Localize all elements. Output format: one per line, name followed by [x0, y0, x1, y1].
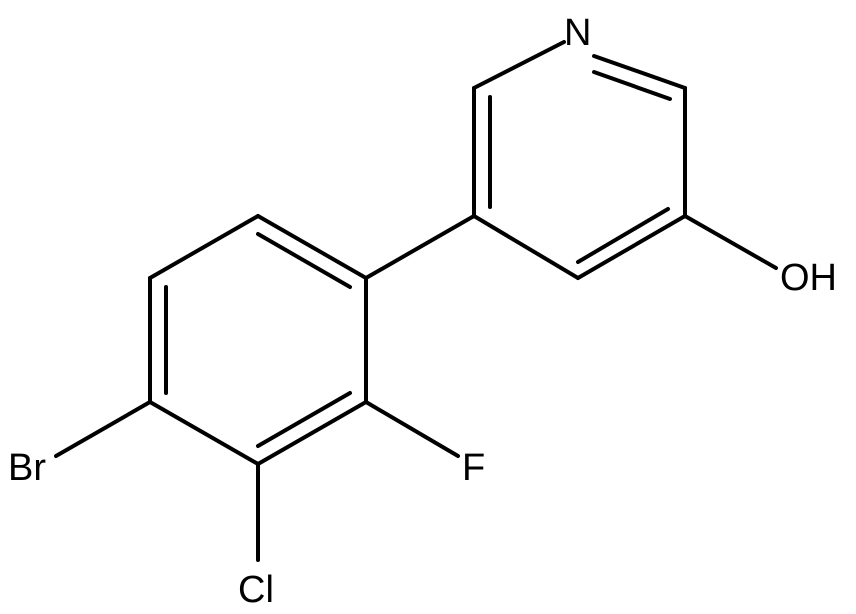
atom-label-cl: Cl — [238, 569, 274, 611]
bond-p2-p3 — [148, 214, 260, 280]
atom-label-f: F — [462, 447, 485, 489]
bond-c6-n — [472, 40, 566, 90]
bond-p4-br — [54, 400, 152, 458]
bond-c3-oh — [683, 214, 778, 270]
bond-p6-f — [364, 400, 460, 458]
phenyl-ring — [148, 214, 368, 466]
bond-p4-p5 — [148, 400, 260, 466]
bond-c4-c5 — [472, 214, 580, 280]
bond-biaryl — [364, 214, 476, 280]
bond-p5-p6-inner — [256, 391, 352, 448]
atom-label-n: N — [564, 12, 591, 54]
bond-p1-p2-inner — [256, 232, 352, 289]
bond-n-c2-inner — [592, 70, 672, 101]
bond-c3-c4-inner — [576, 207, 670, 264]
bond-c3-c4 — [576, 214, 687, 280]
pyridine-ring — [472, 40, 687, 280]
atom-label-br: Br — [8, 447, 46, 489]
atom-label-oh: OH — [780, 257, 837, 299]
bond-n-c2 — [592, 54, 687, 90]
bond-p1-p2 — [256, 214, 368, 280]
bond-p5-p6 — [256, 400, 368, 466]
